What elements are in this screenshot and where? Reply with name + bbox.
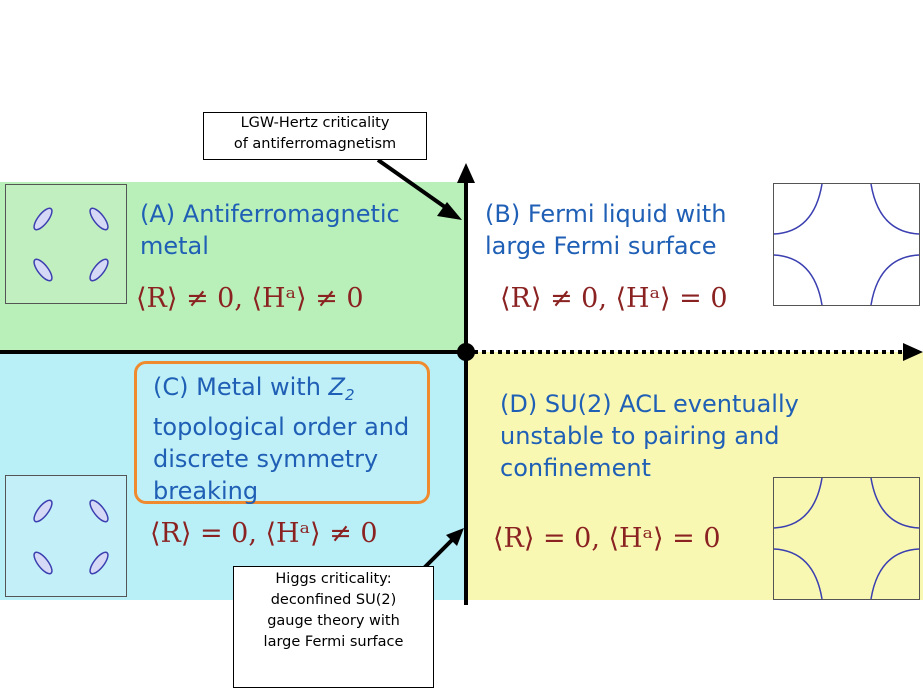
region-c-formula: ⟨R⟩ = 0, ⟨Hᵃ⟩ ≠ 0 bbox=[150, 518, 378, 549]
region-b-title: (B) Fermi liquid with large Fermi surfac… bbox=[485, 200, 727, 260]
large-fermi-surface-icon bbox=[774, 184, 919, 305]
bottom-callout-arrowhead bbox=[446, 528, 464, 546]
region-c-title-box bbox=[134, 361, 430, 504]
fermi-surface-box-b bbox=[773, 183, 920, 306]
large-fermi-surface-icon bbox=[774, 478, 919, 599]
region-a-formula: ⟨R⟩ ≠ 0, ⟨Hᵃ⟩ ≠ 0 bbox=[136, 283, 364, 314]
top-callout-arrowhead bbox=[437, 202, 462, 220]
region-d-formula: ⟨R⟩ = 0, ⟨Hᵃ⟩ = 0 bbox=[493, 523, 721, 554]
hole-pocket-fermi-surface-icon bbox=[33, 499, 109, 575]
hole-pocket-fermi-surface-icon bbox=[33, 207, 109, 282]
lgw-hertz-callout: LGW-Hertz criticality of antiferromagnet… bbox=[203, 112, 427, 160]
region-d-title: (D) SU(2) ACL eventually unstable to pai… bbox=[500, 390, 799, 482]
region-c-title: (C) Metal with Z2 topological order and … bbox=[153, 373, 410, 505]
fermi-surface-box-d bbox=[773, 477, 920, 600]
fermi-surface-box-a bbox=[5, 184, 127, 304]
vertical-axis-arrowhead bbox=[457, 163, 475, 183]
higgs-criticality-callout: Higgs criticality: deconfined SU(2) gaug… bbox=[233, 566, 434, 688]
region-b-formula: ⟨R⟩ ≠ 0, ⟨Hᵃ⟩ = 0 bbox=[500, 283, 728, 314]
horizontal-axis-arrowhead bbox=[903, 343, 923, 361]
fermi-surface-box-c bbox=[5, 475, 127, 597]
critical-point-dot bbox=[457, 343, 475, 361]
region-a-title: (A) Antiferromagnetic metal bbox=[140, 200, 400, 260]
top-callout-arrow bbox=[376, 158, 454, 214]
